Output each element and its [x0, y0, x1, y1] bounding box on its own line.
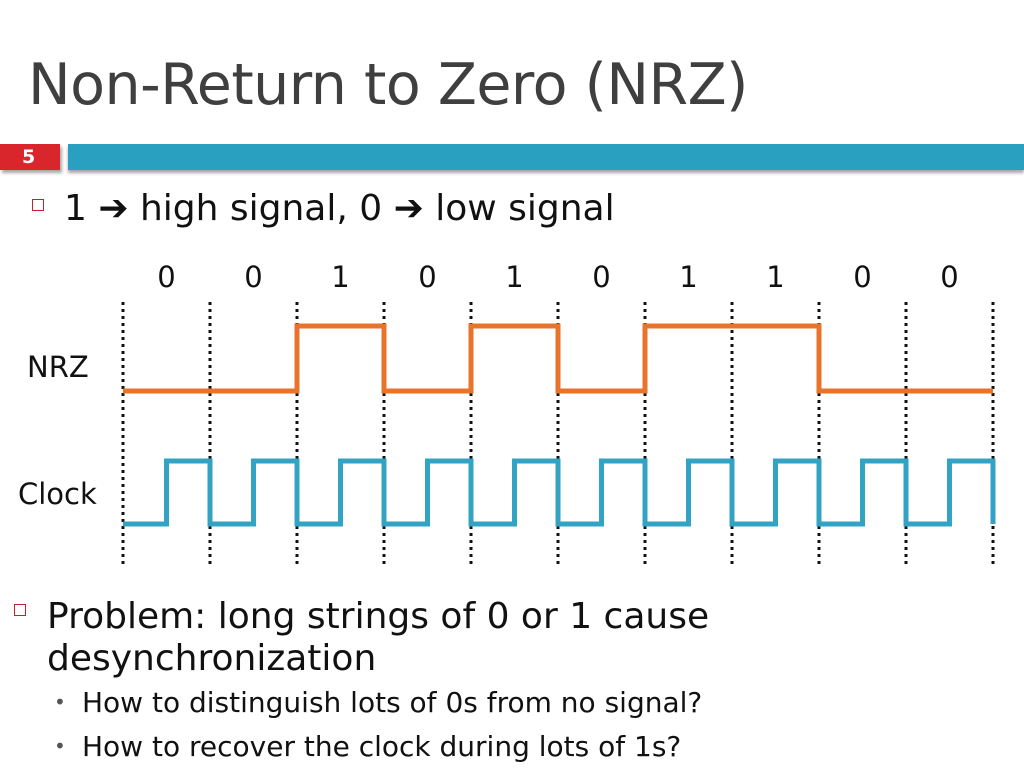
slide-number-bar [0, 144, 60, 170]
bit-label: 1 [766, 260, 784, 294]
bullet-dot-icon: • [54, 690, 66, 714]
bullet-dot-icon: • [54, 734, 66, 758]
nrz-waveform [123, 323, 993, 394]
nrz-clock-diagram: 0 0 1 0 1 0 1 1 0 0 NRZ Clock [18, 260, 996, 565]
bit-label: 0 [244, 260, 262, 294]
square-bullet-icon [32, 199, 44, 211]
bit-label: 0 [418, 260, 436, 294]
sub-bullet-no-signal: How to distinguish lots of 0s from no si… [82, 686, 703, 719]
title-underline-bar [68, 144, 1024, 170]
bullet-problem: Problem: long strings of 0 or 1 cause de… [47, 596, 710, 679]
sub-bullet-clock-recovery: How to recover the clock during lots of … [82, 730, 682, 763]
bit-label: 0 [157, 260, 175, 294]
bit-label: 1 [505, 260, 523, 294]
square-bullet-icon [14, 604, 26, 616]
slide-title: Non-Return to Zero (NRZ) [28, 52, 748, 118]
bit-label: 0 [853, 260, 871, 294]
slide-number: 5 [22, 146, 36, 168]
bullet-encoding-rule: 1 ➔ high signal, 0 ➔ low signal [64, 188, 615, 229]
bit-label: 1 [679, 260, 697, 294]
bit-label: 0 [940, 260, 958, 294]
bit-label: 0 [592, 260, 610, 294]
bit-label: 1 [331, 260, 349, 294]
bit-labels: 0 0 1 0 1 0 1 1 0 0 [157, 260, 958, 294]
clock-waveform [123, 458, 996, 527]
signal-label-clock: Clock [18, 477, 97, 511]
signal-label-nrz: NRZ [27, 350, 89, 384]
